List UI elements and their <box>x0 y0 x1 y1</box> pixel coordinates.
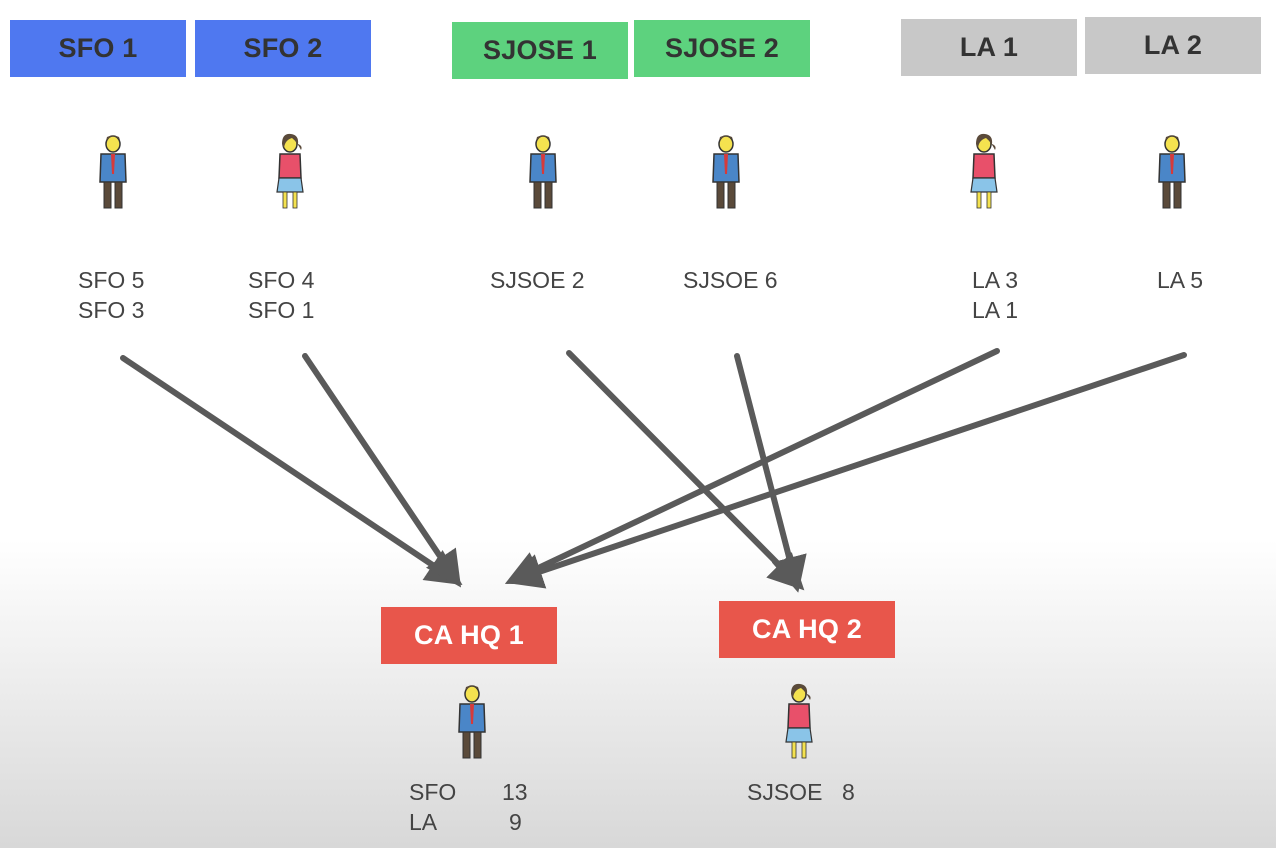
office-sjose-1-label: SJOSE 1 <box>483 35 597 65</box>
hq-1-label: CA HQ 1 <box>414 620 524 650</box>
member-label: SJSOE 6 <box>683 267 778 293</box>
member-label: LA 1 <box>972 297 1019 323</box>
member-label: SFO 3 <box>78 297 145 323</box>
sjose-2-members: SJSOE 6 <box>683 265 778 295</box>
arrow-sfo2-to-hq1 <box>302 353 462 588</box>
male-person-icon <box>523 132 563 212</box>
member-label: SJSOE 2 <box>490 267 585 293</box>
count-row: LA 9 <box>409 807 528 837</box>
member-label: LA 3 <box>972 267 1019 293</box>
count-row: SFO 13 <box>409 777 528 807</box>
sfo-1-members: SFO 5 SFO 3 <box>78 265 144 325</box>
office-sjose-2: SJOSE 2 <box>634 20 810 77</box>
hq-2: CA HQ 2 <box>719 601 895 658</box>
female-person-icon <box>964 132 1004 212</box>
hq-2-counts: SJSOE 8 <box>747 777 855 807</box>
member-label: LA 5 <box>1157 267 1204 293</box>
count-name: LA <box>409 809 438 835</box>
office-la-1: LA 1 <box>901 19 1077 76</box>
sfo-2-members: SFO 4 SFO 1 <box>248 265 314 325</box>
hq-1: CA HQ 1 <box>381 607 557 664</box>
arrow-la1-to-hq1 <box>504 348 1000 585</box>
count-row: SJSOE 8 <box>747 777 855 807</box>
female-person-icon <box>779 682 819 762</box>
sjose-1-members: SJSOE 2 <box>490 265 585 295</box>
male-person-icon <box>93 132 133 212</box>
count-name: SFO <box>409 779 457 805</box>
office-la-1-label: LA 1 <box>959 32 1019 62</box>
office-sfo-1: SFO 1 <box>10 20 186 77</box>
office-sfo-1-label: SFO 1 <box>58 33 138 63</box>
arrow-la2-to-hq1 <box>506 352 1187 589</box>
female-person-icon <box>270 132 310 212</box>
arrow-sjose2-to-hq2 <box>734 353 807 593</box>
office-la-2-label: LA 2 <box>1143 30 1203 60</box>
office-sjose-2-label: SJOSE 2 <box>665 33 779 63</box>
count-value: 13 <box>502 779 528 805</box>
la-2-members: LA 5 <box>1157 265 1203 295</box>
office-sfo-2-label: SFO 2 <box>243 33 323 63</box>
office-sfo-2: SFO 2 <box>195 20 371 77</box>
count-name: SJSOE <box>747 779 823 805</box>
arrow-sjose1-to-hq2 <box>566 350 805 591</box>
la-1-members: LA 3 LA 1 <box>972 265 1018 325</box>
hq-1-counts: SFO 13 LA 9 <box>409 777 528 837</box>
male-person-icon <box>706 132 746 212</box>
male-person-icon <box>1152 132 1192 212</box>
hq-2-label: CA HQ 2 <box>752 614 862 644</box>
count-value: 9 <box>509 809 522 835</box>
member-label: SFO 5 <box>78 267 145 293</box>
arrow-sfo1-to-hq1 <box>120 355 463 586</box>
member-label: SFO 4 <box>248 267 315 293</box>
count-value: 8 <box>842 779 855 805</box>
office-sjose-1: SJOSE 1 <box>452 22 628 79</box>
member-label: SFO 1 <box>248 297 315 323</box>
male-person-icon <box>452 682 492 762</box>
office-la-2: LA 2 <box>1085 17 1261 74</box>
